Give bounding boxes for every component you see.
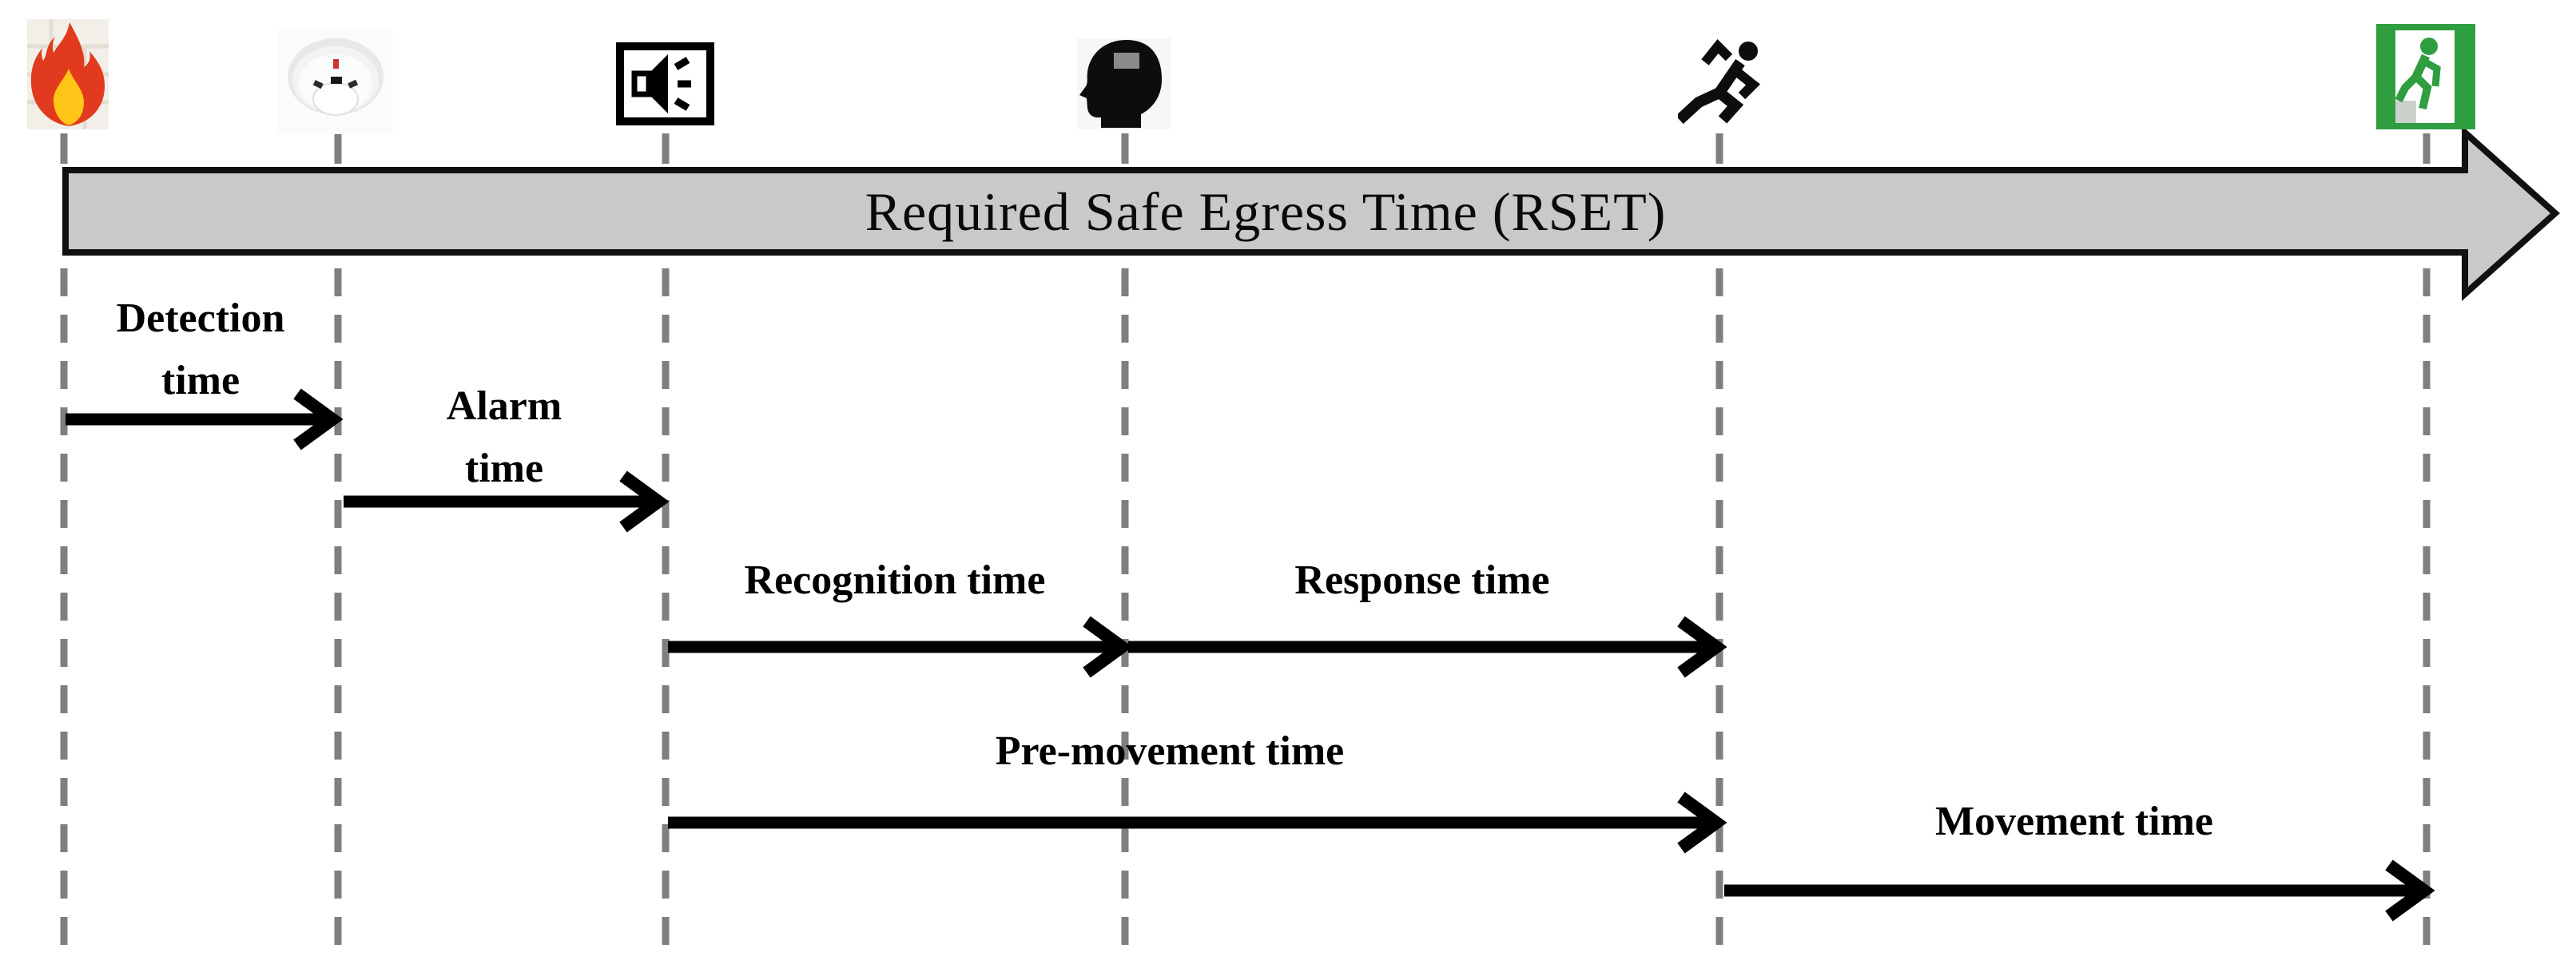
rset-bar bbox=[62, 125, 2561, 301]
exit-sign-icon bbox=[2376, 24, 2475, 129]
rset-bar-title: Required Safe Egress Time (RSET) bbox=[865, 181, 1667, 242]
recognition-arrow bbox=[668, 616, 1133, 678]
response-arrow bbox=[1128, 616, 1727, 678]
thinking-head-icon bbox=[1077, 38, 1171, 129]
recognition-time-label: Recognition time bbox=[744, 557, 1046, 603]
movement-arrow bbox=[1724, 859, 2435, 922]
phase-arrows bbox=[66, 388, 2435, 922]
brain-chip bbox=[1114, 53, 1139, 69]
fire-icon bbox=[27, 19, 109, 129]
detection-arrow bbox=[66, 388, 344, 450]
detector-led bbox=[333, 59, 339, 69]
timeline-dash-stubs bbox=[60, 133, 2431, 164]
alarm-speaker-icon bbox=[615, 42, 715, 126]
response-time-label: Response time bbox=[1294, 557, 1550, 603]
running-person-icon bbox=[1678, 37, 1762, 131]
pre-movement-time-label: Pre-movement time bbox=[995, 728, 1345, 774]
timeline-dashed-lines bbox=[60, 268, 2431, 952]
detection-time-label: Detection time bbox=[116, 296, 285, 403]
exit-running-man bbox=[2395, 38, 2441, 110]
movement-time-label: Movement time bbox=[1935, 799, 2213, 844]
alarm-arrow bbox=[344, 470, 670, 533]
alarm-time-label: Alarm time bbox=[446, 383, 563, 491]
smoke-detector-icon bbox=[278, 30, 393, 134]
pre-movement-arrow bbox=[668, 792, 1727, 854]
door-step bbox=[2395, 101, 2416, 123]
